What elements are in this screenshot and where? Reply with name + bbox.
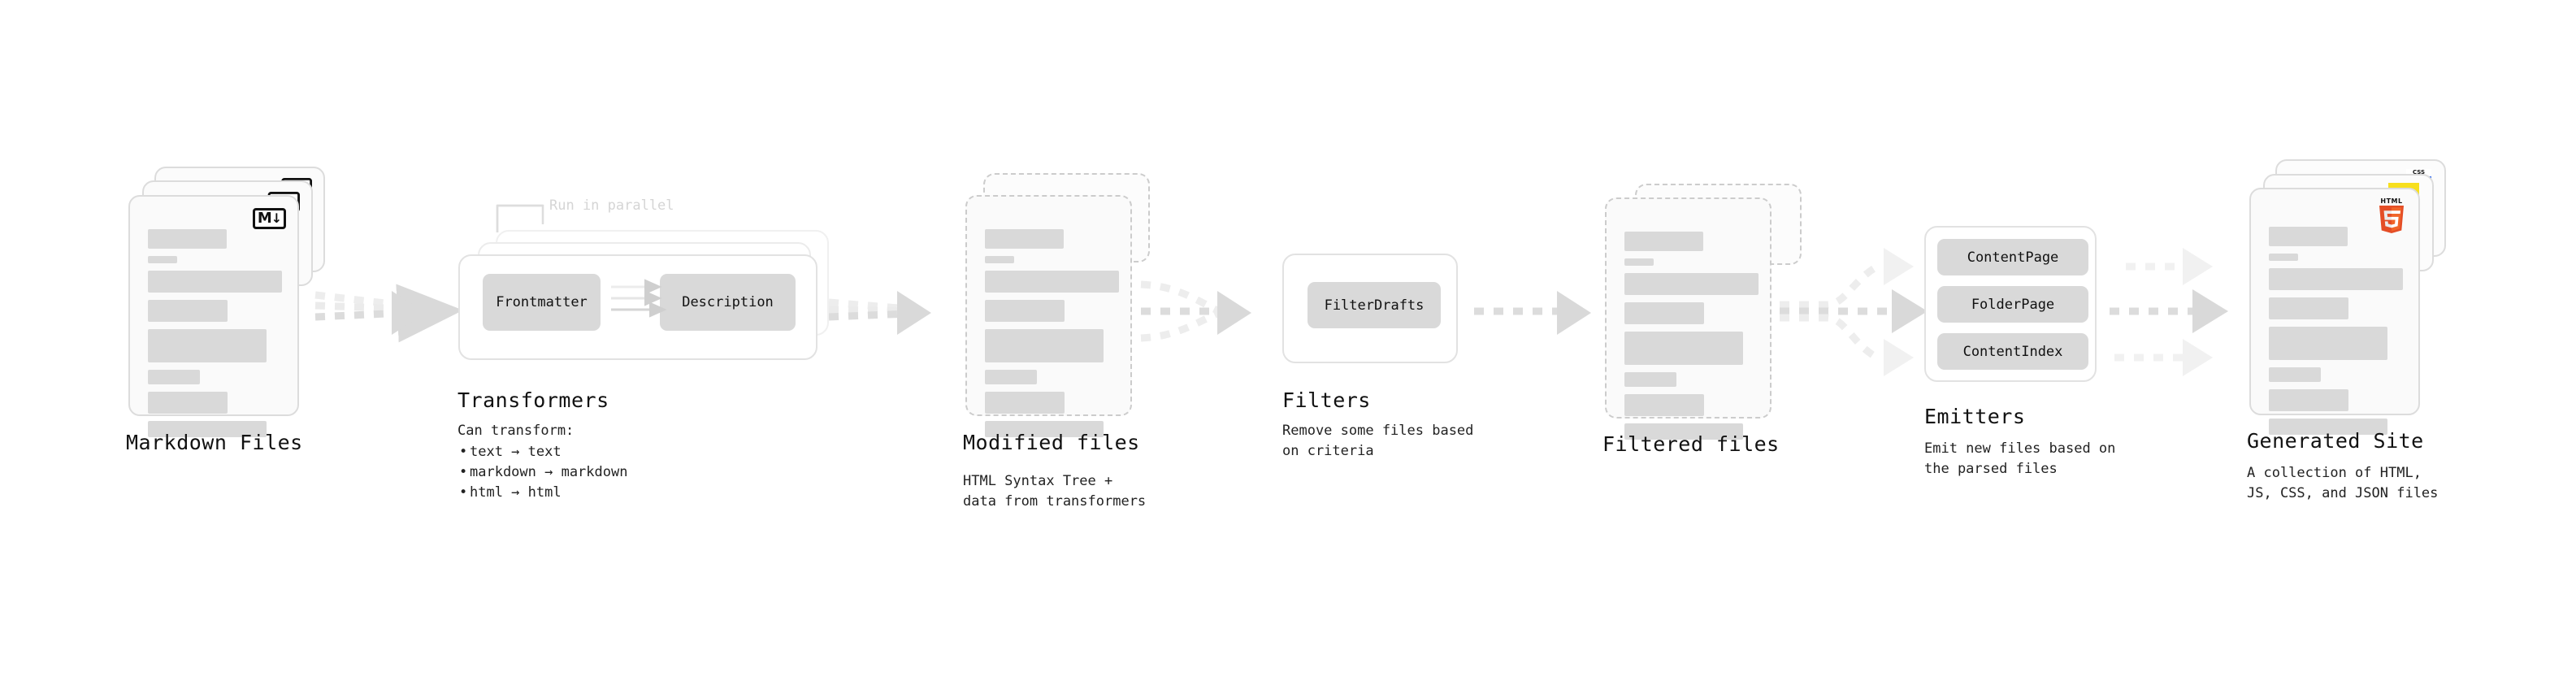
- filter-chip-filterdrafts[interactable]: FilterDrafts: [1308, 282, 1441, 328]
- emitter-chip-contentindex[interactable]: ContentIndex: [1937, 333, 2088, 370]
- content-bar: [2269, 268, 2403, 290]
- content-bar: [985, 392, 1065, 414]
- content-bar: [985, 370, 1037, 384]
- arrow-markdown-to-transformers: [314, 284, 463, 343]
- content-bar: [1624, 273, 1759, 295]
- html5-logo-icon: HTML: [2376, 197, 2407, 233]
- markdown-doc-content: [148, 229, 282, 445]
- transformers-bullets: Can transform: text → text markdown → ma…: [458, 421, 627, 503]
- arrow-filtered-to-emitters: [1780, 248, 1928, 376]
- content-bar: [1624, 394, 1704, 416]
- transformers-bullet-list: text → text markdown → markdown html → h…: [458, 442, 627, 503]
- css-badge-label: CSS: [2412, 169, 2426, 176]
- content-bar: [1624, 232, 1703, 251]
- content-bar: [2269, 254, 2298, 261]
- content-bar: [985, 329, 1104, 362]
- transformer-chip-description[interactable]: Description: [660, 274, 796, 331]
- content-bar: [148, 421, 267, 437]
- content-bar: [1624, 258, 1654, 266]
- generated-doc-content: [2269, 227, 2403, 442]
- stage-desc-emitters: Emit new files based on the parsed files: [1924, 440, 2116, 477]
- stage-desc-generated-site: A collection of HTML, JS, CSS, and JSON …: [2247, 465, 2439, 501]
- stage-title-modified-files: Modified files: [963, 431, 1140, 454]
- content-bar: [2269, 227, 2348, 246]
- content-bar: [2269, 327, 2387, 360]
- stage-title-emitters: Emitters: [1924, 405, 2026, 428]
- run-in-parallel-label: Run in parallel: [549, 197, 674, 214]
- arrow-emitters-to-site: [2110, 248, 2228, 376]
- emitter-chip-contentpage[interactable]: ContentPage: [1937, 239, 2088, 275]
- content-bar: [148, 370, 200, 384]
- markdown-logo-m-3: M: [257, 210, 272, 227]
- stage-desc-filters: Remove some files based on criteria: [1282, 423, 1474, 459]
- content-bar: [985, 256, 1014, 263]
- markdown-logo-icon-3: M↓: [253, 208, 286, 229]
- modified-doc-front: [965, 195, 1132, 437]
- filtered-doc-front: [1605, 197, 1772, 440]
- content-bar: [148, 329, 267, 362]
- stage-title-transformers: Transformers: [458, 388, 609, 412]
- stage-title-markdown-files: Markdown Files: [126, 431, 303, 454]
- content-bar: [2269, 419, 2387, 435]
- emitters-group[interactable]: ContentPage FolderPage ContentIndex: [1924, 226, 2097, 382]
- filtered-doc-content: [1624, 232, 1759, 447]
- content-bar: [1624, 302, 1704, 324]
- markdown-doc-front: M↓: [128, 195, 299, 437]
- parallel-bracket: [496, 204, 544, 232]
- html5-logo-label: HTML: [2380, 197, 2403, 205]
- content-bar: [148, 229, 227, 249]
- transformers-bullets-heading: Can transform:: [458, 423, 575, 439]
- transformers-bullet-item: markdown → markdown: [458, 462, 627, 483]
- content-bar: [1624, 332, 1743, 365]
- transformers-bullet-item: html → html: [458, 483, 627, 503]
- modified-doc-content: [985, 229, 1119, 445]
- content-bar: [985, 271, 1119, 293]
- content-bar: [1624, 423, 1743, 440]
- transformers-group-front[interactable]: Frontmatter Description: [458, 254, 817, 360]
- content-bar: [148, 392, 228, 414]
- generated-doc-html: HTML: [2249, 188, 2420, 435]
- markdown-logo-arrow-3: ↓: [271, 210, 282, 226]
- stage-title-generated-site: Generated Site: [2247, 429, 2424, 453]
- content-bar: [985, 229, 1064, 249]
- content-bar: [985, 421, 1104, 437]
- content-bar: [148, 271, 282, 293]
- content-bar: [2269, 389, 2348, 411]
- emitter-chip-folderpage[interactable]: FolderPage: [1937, 286, 2088, 323]
- arrow-modified-to-filters: [1140, 280, 1251, 342]
- content-bar: [2269, 367, 2321, 382]
- stage-title-filtered-files: Filtered files: [1602, 432, 1780, 456]
- transformers-bullet-item: text → text: [458, 442, 627, 462]
- content-bar: [1624, 372, 1676, 387]
- stage-desc-modified-files: HTML Syntax Tree + data from transformer…: [963, 473, 1147, 510]
- content-bar: [985, 300, 1065, 322]
- content-bar: [148, 256, 177, 263]
- filters-group[interactable]: FilterDrafts: [1282, 254, 1458, 363]
- arrow-filters-to-filtered: [1474, 291, 1591, 335]
- transformer-chip-frontmatter[interactable]: Frontmatter: [483, 274, 601, 331]
- stage-title-filters: Filters: [1282, 388, 1371, 412]
- arrow-transformers-to-modified: [828, 291, 931, 335]
- content-bar: [2269, 297, 2348, 319]
- content-bar: [148, 300, 228, 322]
